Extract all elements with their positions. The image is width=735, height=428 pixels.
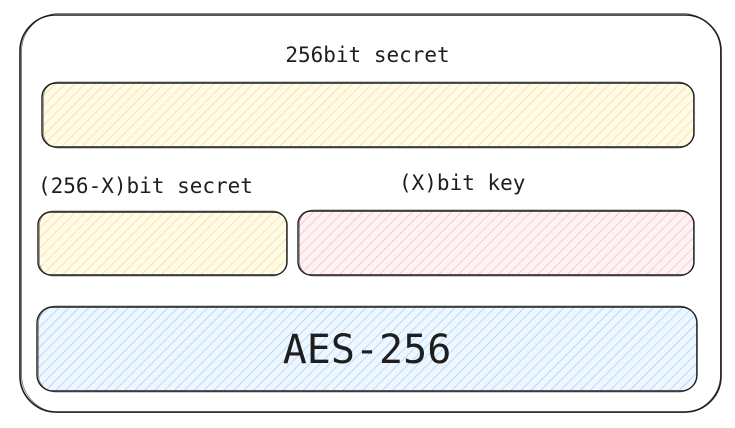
secret-256-x-label: (256-X)bit secret	[38, 174, 253, 198]
secret-256-x-box-sketch-stroke	[39, 210, 287, 277]
secret-256-box	[41, 82, 695, 148]
aes-256-label: AES-256	[282, 327, 452, 373]
key-x-box-sketch-stroke	[299, 209, 694, 277]
secret-256-box-sketch-stroke	[43, 81, 694, 149]
key-x-box	[297, 210, 695, 276]
outer-container-sketch-stroke	[21, 13, 721, 413]
key-x-label: (X)bit key	[399, 171, 526, 195]
aes-256-box-sketch-stroke	[38, 305, 697, 393]
secret-256-x-box	[37, 211, 288, 276]
outer-container	[19, 14, 722, 413]
aes-256-box	[36, 306, 698, 392]
secret-256-label: 256bit secret	[285, 43, 450, 67]
